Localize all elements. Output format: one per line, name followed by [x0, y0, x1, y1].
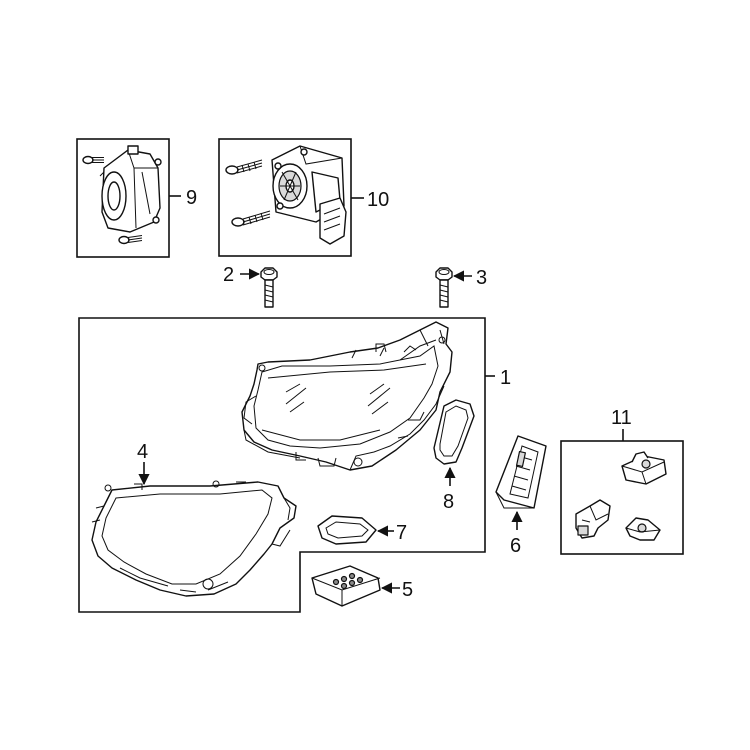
part-6-group: 6	[495, 435, 547, 557]
part-9-actuator	[99, 145, 162, 233]
callout-11: 11	[611, 407, 632, 429]
part-2-group: 2	[223, 264, 278, 308]
part-10-screw-top	[225, 159, 263, 175]
part-6-led-module	[495, 435, 547, 509]
part-4-lens	[91, 480, 297, 597]
part-1-box	[78, 317, 486, 613]
part-11-box	[560, 440, 684, 555]
callout-3: 3	[476, 267, 487, 289]
part-9-screw-bottom	[118, 235, 143, 245]
callout-9: 9	[186, 187, 197, 209]
callout-6: 6	[510, 535, 521, 557]
part-9-box	[76, 138, 170, 258]
part-8-gasket	[433, 399, 475, 465]
callout-7: 7	[396, 522, 407, 544]
part-9-screw-top	[82, 155, 104, 165]
part-5-group: 5	[311, 565, 413, 607]
part-10-screw-bottom	[231, 210, 271, 227]
callout-4: 4	[137, 441, 148, 463]
part-3-bolt	[435, 267, 453, 308]
part-11-clip	[625, 517, 661, 541]
part-1-group: 1 8	[78, 317, 511, 613]
part-7-gasket	[317, 515, 377, 545]
part-11-bracket-left	[575, 499, 611, 539]
part-2-bolt	[260, 267, 278, 308]
callout-5: 5	[402, 579, 413, 601]
part-1-headlamp	[241, 321, 453, 471]
callout-10: 10	[367, 189, 389, 211]
part-11-bracket-top	[621, 451, 667, 485]
callout-1: 1	[500, 367, 511, 389]
part-11-group: 11	[560, 407, 684, 555]
part-9-group: 9	[76, 138, 197, 258]
part-10-fan	[271, 145, 347, 245]
part-5-module	[311, 565, 381, 607]
callout-8: 8	[443, 491, 454, 513]
callout-2: 2	[223, 264, 234, 286]
part-3-group: 3	[435, 267, 487, 308]
part-10-group: 10	[218, 138, 389, 257]
